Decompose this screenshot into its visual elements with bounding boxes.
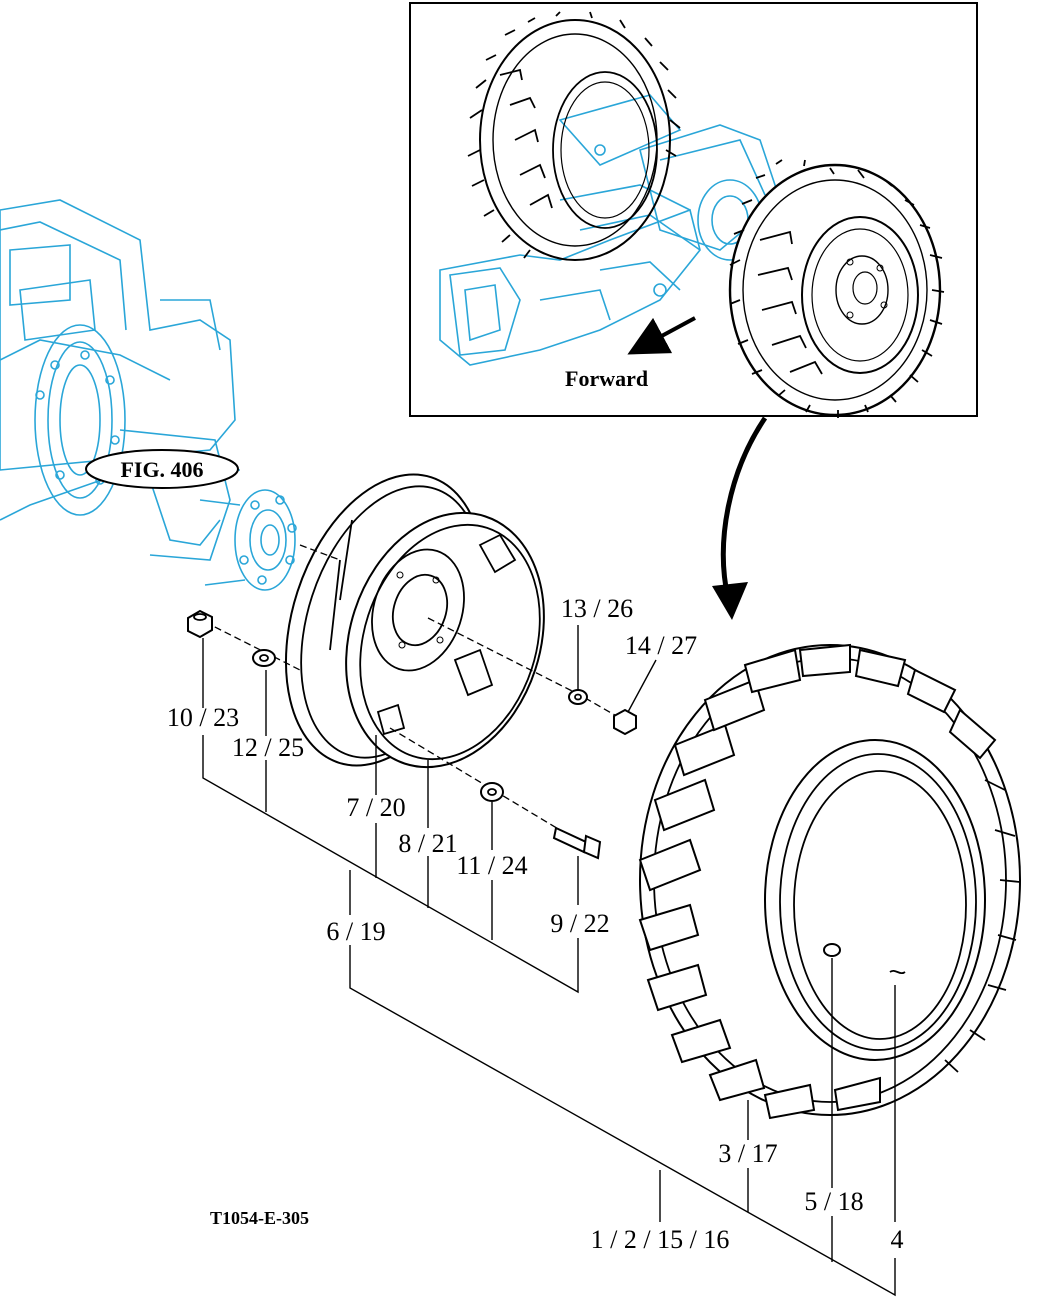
callout-12-25[interactable]: 12 / 25: [232, 733, 304, 762]
hub-axis: [299, 544, 341, 561]
callout-11-24[interactable]: 11 / 24: [456, 851, 527, 880]
leader-lines: [202, 625, 896, 1297]
callout-8-21[interactable]: 8 / 21: [398, 829, 457, 858]
hex-nut-left[interactable]: [187, 609, 213, 639]
forward-label: Forward: [565, 366, 648, 391]
callout-6-19[interactable]: 6 / 19: [326, 917, 385, 946]
washer-bolt[interactable]: [480, 782, 504, 802]
callout-13-26[interactable]: 13 / 26: [561, 594, 633, 623]
callout-9-22[interactable]: 9 / 22: [550, 909, 609, 938]
valve-stem[interactable]: [823, 943, 841, 957]
wheel-rim[interactable]: [251, 449, 575, 793]
lock-washer-right[interactable]: [568, 689, 588, 705]
inset-left-tire: [467, 11, 681, 261]
callout-7-20[interactable]: 7 / 20: [346, 793, 405, 822]
callout-4[interactable]: 4: [891, 1225, 904, 1254]
rear-axle-housing-illustration: [0, 199, 297, 591]
stud-axis-left: [204, 621, 301, 671]
fig-406-label[interactable]: FIG. 406: [120, 457, 203, 482]
inset-right-tire: [728, 159, 945, 418]
figure-reference-callout[interactable]: FIG. 406: [85, 449, 239, 489]
forward-arrow: [627, 316, 696, 355]
callout-10-23[interactable]: 10 / 23: [167, 703, 239, 732]
tractor-tire[interactable]: [638, 643, 1021, 1120]
bolt-axis: [389, 727, 561, 831]
callout-1-2-15-16[interactable]: 1 / 2 / 15 / 16: [591, 1225, 730, 1254]
callout-14-27[interactable]: 14 / 27: [625, 631, 697, 660]
inset-pointer-arrow: [720, 416, 768, 599]
orientation-inset: Forward: [409, 2, 978, 418]
callout-5-18[interactable]: 5 / 18: [804, 1187, 863, 1216]
figure-code: T1054-E-305: [210, 1208, 309, 1228]
callout-3-17[interactable]: 3 / 17: [718, 1139, 777, 1168]
washer-left[interactable]: [252, 649, 276, 667]
inset-pointer-arrowhead: [712, 582, 748, 620]
hex-bolt[interactable]: [552, 826, 602, 860]
hex-nut-right[interactable]: [613, 708, 637, 736]
inner-tube-mark: [889, 969, 906, 975]
